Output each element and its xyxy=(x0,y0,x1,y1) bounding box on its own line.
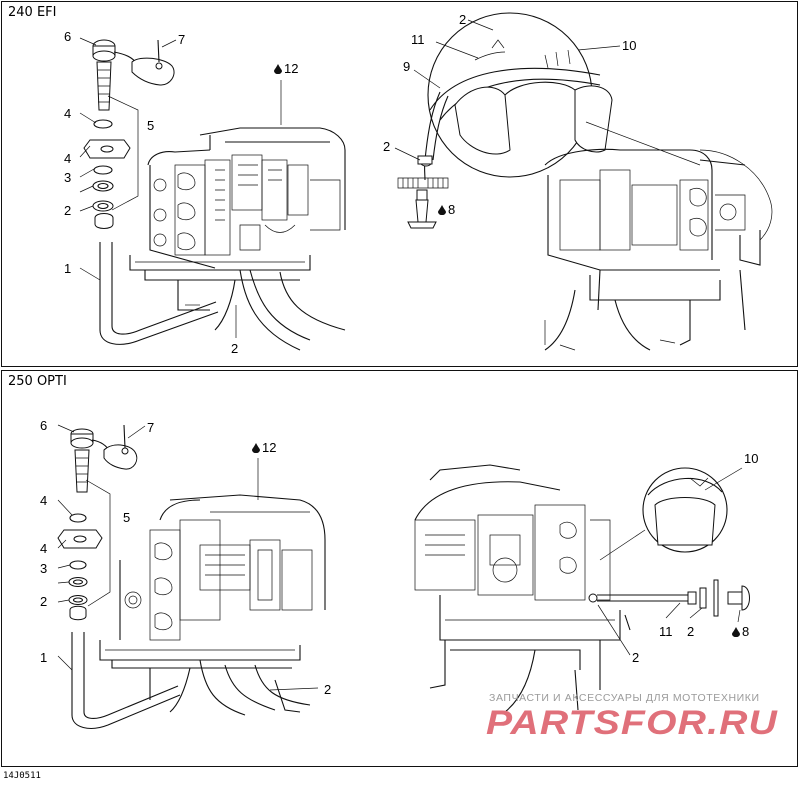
filler-cap-illustration xyxy=(92,39,175,111)
engine-240efi-rear-illustration xyxy=(424,12,773,351)
callout-3: 3 xyxy=(64,170,72,185)
callout-1: 1 xyxy=(40,650,48,665)
droplet-icon xyxy=(252,443,260,453)
callout-8: 8 xyxy=(438,203,455,216)
panel-title: 240 EFI xyxy=(8,5,57,20)
droplet-icon xyxy=(732,627,740,637)
callout-2: 2 xyxy=(383,139,391,154)
callout-7: 7 xyxy=(178,32,186,47)
svg-text:PARTSFOR.RU: PARTSFOR.RU xyxy=(486,704,779,742)
callout-2: 2 xyxy=(64,203,72,218)
panel-240-efi: 240 EFI xyxy=(1,1,798,367)
engine-250opti-illustration xyxy=(99,494,326,716)
seal-stack-illustration xyxy=(83,119,131,229)
callout-12: 12 xyxy=(274,62,298,75)
callout-8-label: 8 xyxy=(448,202,456,217)
callout-8-label: 8 xyxy=(742,624,750,639)
callout-2: 2 xyxy=(632,650,640,665)
callout-2: 2 xyxy=(459,12,467,27)
filler-cap-illustration-2 xyxy=(70,424,138,493)
droplet-icon xyxy=(438,205,446,215)
callout-12-label: 12 xyxy=(262,440,277,455)
callout-6: 6 xyxy=(64,29,72,44)
callout-10: 10 xyxy=(744,451,759,466)
callout-2: 2 xyxy=(40,594,48,609)
callout-2: 2 xyxy=(687,624,695,639)
droplet-icon xyxy=(274,64,282,74)
watermark-tagline: ЗАПЧАСТИ И АКСЕССУАРЫ ДЛЯ МОТОТЕХНИКИ xyxy=(489,692,760,704)
engine-250opti-rear-illustration xyxy=(414,464,750,713)
callout-4: 4 xyxy=(40,541,48,556)
callout-4: 4 xyxy=(64,151,72,166)
callout-10: 10 xyxy=(622,38,637,53)
callout-11: 11 xyxy=(659,624,673,639)
callout-4: 4 xyxy=(64,106,72,121)
callout-12-label: 12 xyxy=(284,61,299,76)
callout-4: 4 xyxy=(40,493,48,508)
callout-8: 8 xyxy=(732,625,749,638)
watermark-logo: PARTSFOR.RU xyxy=(486,702,786,746)
callout-2: 2 xyxy=(324,682,332,697)
callout-12: 12 xyxy=(252,441,276,454)
callout-2: 2 xyxy=(231,341,239,356)
seal-stack-illustration-2 xyxy=(57,513,103,621)
figure-code: 14J0511 xyxy=(3,771,41,781)
callout-6: 6 xyxy=(40,418,48,433)
engine-240efi-illustration xyxy=(129,127,346,351)
callout-11: 11 xyxy=(411,32,425,47)
panel-250-opti: 250 OPTI xyxy=(1,370,798,767)
panel-title: 250 OPTI xyxy=(8,374,67,389)
callout-3: 3 xyxy=(40,561,48,576)
callout-5: 5 xyxy=(147,118,155,133)
callout-5: 5 xyxy=(123,510,131,525)
callout-7: 7 xyxy=(147,420,155,435)
drain-fitting-illustration xyxy=(397,155,449,229)
callout-9: 9 xyxy=(403,59,411,74)
partsfor-logo-icon: PARTSFOR.RU xyxy=(486,704,779,742)
callout-1: 1 xyxy=(64,261,72,276)
